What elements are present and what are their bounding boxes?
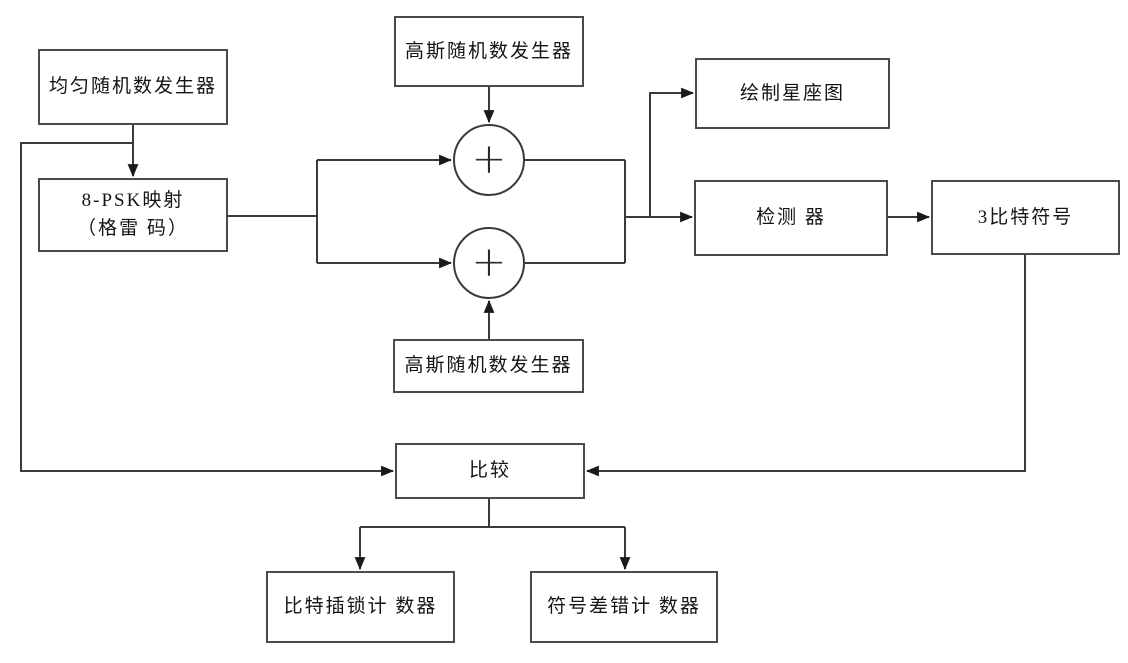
node-uniform-rng: 均匀随机数发生器: [38, 49, 228, 125]
node-bit-error-counter: 比特插锁计 数器: [266, 571, 455, 643]
adder-top-icon: +: [453, 124, 525, 196]
node-psk-mapping: 8-PSK映射 （格雷 码）: [38, 178, 228, 252]
node-detector: 检测 器: [694, 180, 888, 256]
node-gaussian-rng-bottom: 高斯随机数发生器: [393, 339, 584, 393]
node-compare: 比较: [395, 443, 585, 499]
node-uniform-rng-label: 均匀随机数发生器: [48, 76, 217, 98]
wire-uniform-to-compare: [20, 142, 395, 477]
node-detector-label: 检测 器: [756, 207, 826, 229]
node-gaussian-rng-top: 高斯随机数发生器: [394, 16, 584, 87]
wire-symbol-to-compare: [585, 255, 1026, 477]
node-constellation-plot-label: 绘制星座图: [739, 82, 845, 104]
adder-bottom-icon: +: [453, 227, 525, 299]
node-gaussian-rng-top-label: 高斯随机数发生器: [404, 40, 573, 62]
node-gaussian-rng-bottom-label: 高斯随机数发生器: [404, 355, 573, 377]
node-constellation-plot: 绘制星座图: [695, 58, 890, 129]
node-bit-error-counter-label: 比特插锁计 数器: [283, 596, 438, 618]
node-three-bit-symbol: 3比特符号: [931, 180, 1120, 255]
node-symbol-error-counter-label: 符号差错计 数器: [547, 596, 701, 618]
node-three-bit-symbol-label: 3比特符号: [977, 206, 1074, 228]
wire-to-constellation: [649, 87, 695, 217]
adder-top-plus: +: [471, 133, 507, 183]
node-psk-mapping-label-line2: （格雷 码）: [77, 218, 189, 239]
node-psk-mapping-label-line1: 8-PSK映射: [81, 190, 185, 212]
adder-bottom-plus: +: [471, 236, 507, 286]
node-symbol-error-counter: 符号差错计 数器: [530, 571, 718, 643]
node-compare-label: 比较: [468, 460, 511, 482]
